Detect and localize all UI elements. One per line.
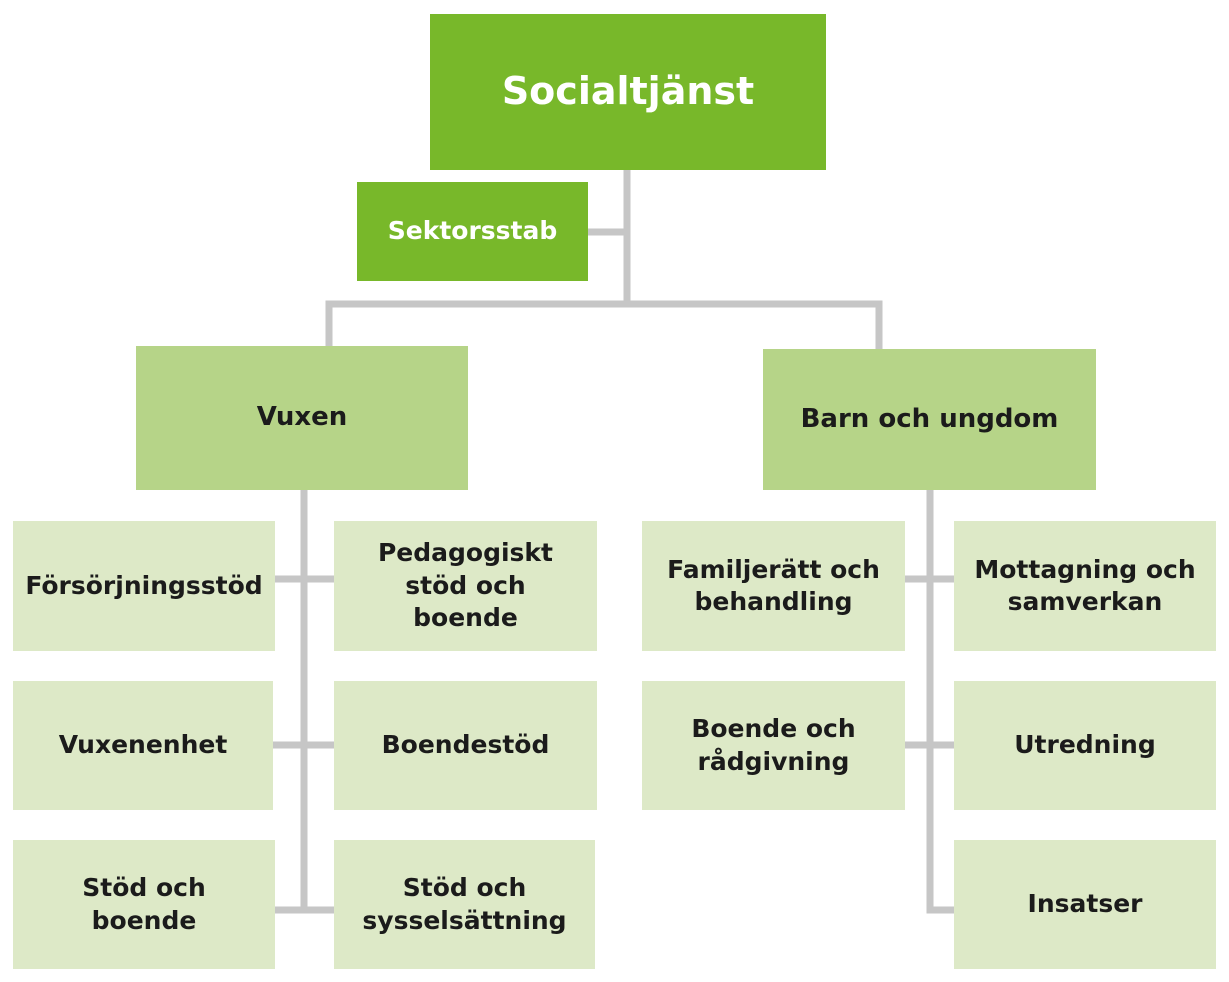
node-division-adult-label: Vuxen xyxy=(256,402,348,433)
node-unit-label: Insatser xyxy=(1027,889,1143,919)
node-unit-mottagning: Mottagning och samverkan xyxy=(954,521,1216,651)
node-unit-pedagogiskt-stod: Pedagogiskt stöd och boende xyxy=(334,521,597,651)
node-unit-familjeratt: Familjerätt och behandling xyxy=(642,521,905,651)
node-root: Socialtjänst xyxy=(430,14,826,170)
node-division-adult: Vuxen xyxy=(136,346,468,490)
node-unit-label: Mottagning och samverkan xyxy=(974,554,1196,617)
node-unit-stod-och-boende: Stöd och boende xyxy=(13,840,275,969)
node-unit-label: Vuxenenhet xyxy=(58,730,228,760)
node-unit-label: Familjerätt och behandling xyxy=(667,554,880,617)
node-division-youth-label: Barn och ungdom xyxy=(800,403,1059,434)
node-unit-boende-och-radgivning: Boende och rådgivning xyxy=(642,681,905,810)
node-unit-label: Boendestöd xyxy=(381,730,550,760)
node-unit-label: Boende och rådgivning xyxy=(691,714,856,776)
node-unit-vuxenenhet: Vuxenenhet xyxy=(13,681,273,810)
node-unit-label: Stöd och sysselsättning xyxy=(362,873,567,935)
node-unit-label: Försörjningsstöd xyxy=(25,570,263,600)
node-unit-insatser: Insatser xyxy=(954,840,1216,969)
node-root-label: Socialtjänst xyxy=(501,69,755,114)
node-staff-label: Sektorsstab xyxy=(387,216,558,246)
node-unit-forsorjningsstod: Försörjningsstöd xyxy=(13,521,275,651)
node-staff: Sektorsstab xyxy=(357,182,588,281)
node-unit-utredning: Utredning xyxy=(954,681,1216,810)
node-unit-label: Stöd och boende xyxy=(82,873,206,935)
node-unit-label: Pedagogiskt stöd och boende xyxy=(377,538,554,633)
node-unit-stod-och-sysselsattning: Stöd och sysselsättning xyxy=(334,840,595,969)
node-division-youth: Barn och ungdom xyxy=(763,349,1096,490)
node-unit-label: Utredning xyxy=(1014,730,1156,760)
node-unit-boendestod: Boendestöd xyxy=(334,681,597,810)
